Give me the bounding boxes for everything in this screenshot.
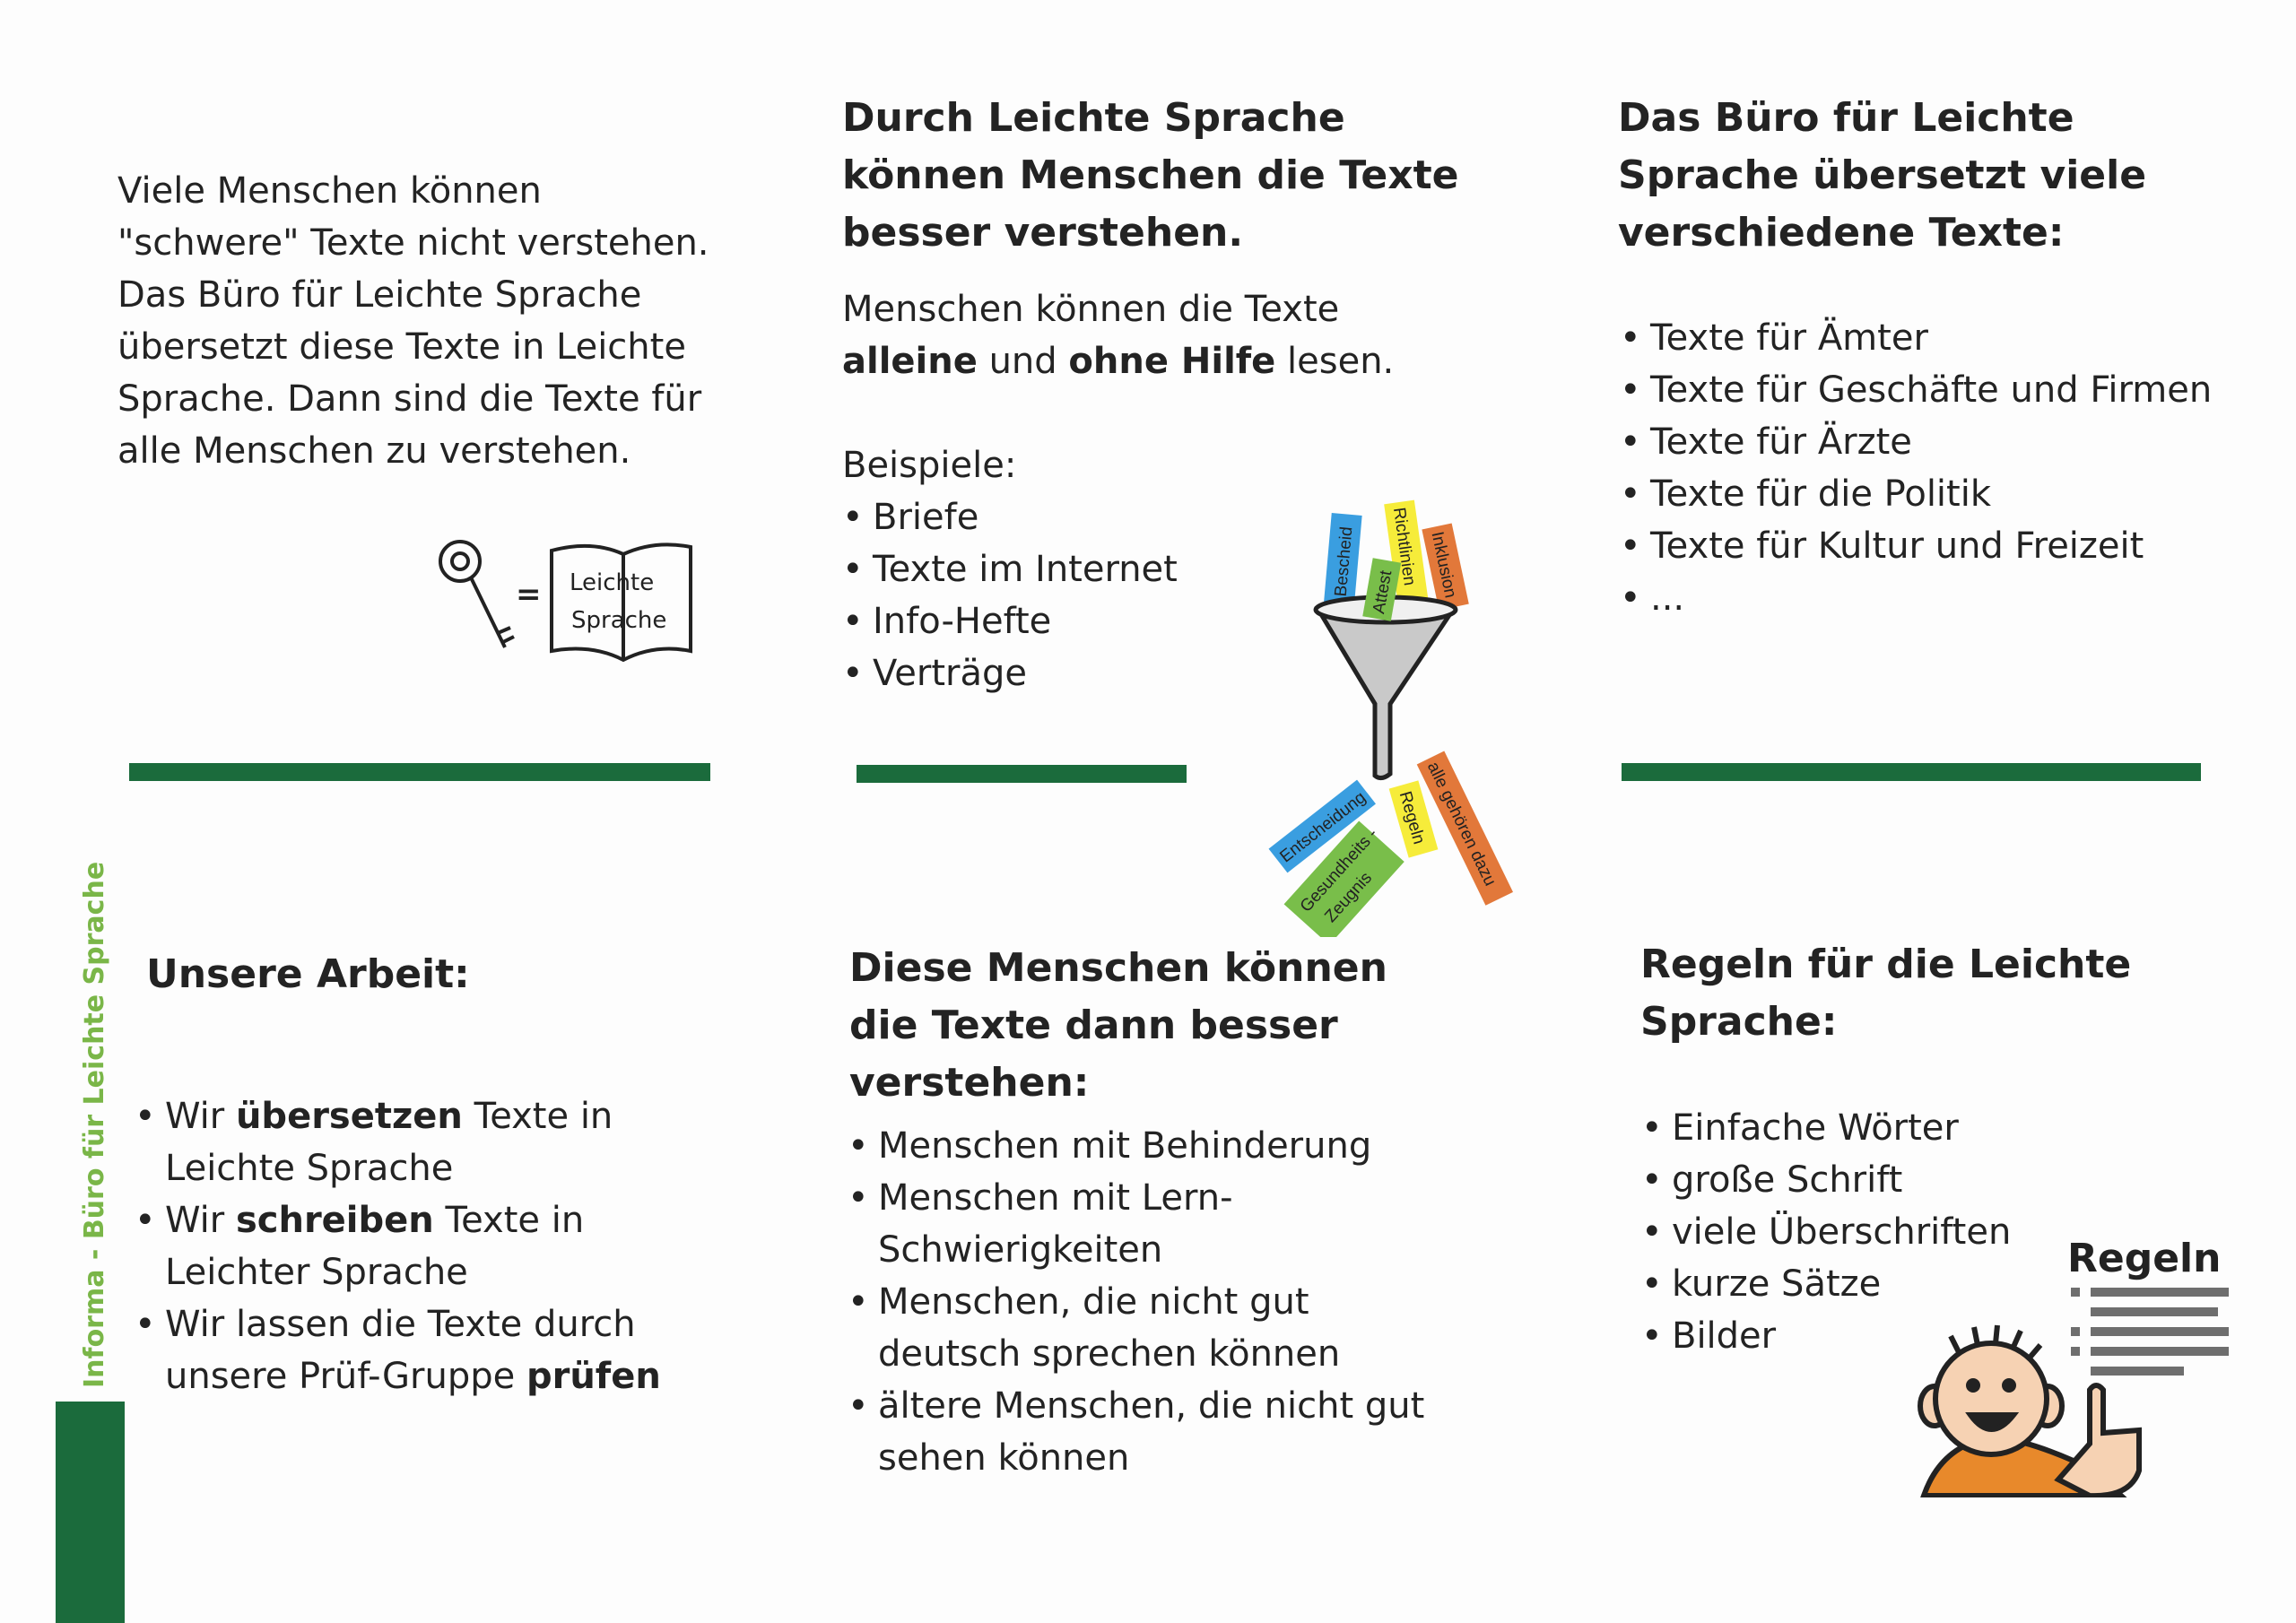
key-icon (439, 540, 515, 648)
key-book-illustration: = Leichte Sprache (439, 540, 692, 663)
section-heading: Durch Leichte Sprache können Menschen di… (842, 95, 1459, 256)
divider (857, 765, 1187, 783)
list-item: Menschen mit Behinderung (848, 1120, 1457, 1172)
book-label: Sprache (571, 607, 666, 634)
rules-list: Einfache Wörter große Schrift viele Über… (1641, 1102, 2011, 1362)
side-label: Informa - Büro für Leichte Sprache (79, 861, 110, 1388)
book-label: Leichte (570, 569, 654, 596)
rules-sign-label: Regeln (2067, 1236, 2221, 1281)
list-item: Wir schreiben Texte in Leichter Sprache (135, 1194, 709, 1298)
list-item: Texte für Ärzte (1620, 416, 2212, 468)
tag-inklusion: Inklusion (1422, 523, 1469, 611)
divider (1622, 763, 2201, 781)
list-item: Verträge (842, 647, 1178, 699)
green-side-block (56, 1402, 125, 1623)
equals-sign: = (516, 577, 542, 612)
bold-text: ohne Hilfe (1068, 341, 1276, 382)
list-item: Wir übersetzen Texte in Leichte Sprache (135, 1090, 709, 1194)
section-heading: Unsere Arbeit: (146, 951, 470, 997)
section-heading: Regeln für die Leichte Sprache: (1640, 942, 2132, 1045)
bold-text: alleine (842, 341, 978, 382)
text-types-list: Texte für Ämter Texte für Geschäfte und … (1620, 312, 2212, 624)
section-heading: Diese Menschen können die Texte dann bes… (849, 945, 1387, 1106)
text: und (977, 341, 1069, 382)
section-heading: Das Büro für Leichte Sprache übersetzt v… (1618, 95, 2147, 256)
tag-attest: Attest (1362, 558, 1402, 621)
list-item: Info-Hefte (842, 595, 1178, 647)
intro-text: Viele Menschen können "schwere" Texte ni… (117, 170, 709, 472)
divider (129, 763, 710, 781)
text-line: Menschen können die Texte (842, 289, 1340, 330)
funnel-illustration: Bescheid Richtlinien Inklusion Attest En… (1268, 499, 1513, 937)
text-lines-icon (2071, 1288, 2229, 1376)
list-item: Texte im Internet (842, 543, 1178, 595)
list-item: Texte für Geschäfte und Firmen (1620, 364, 2212, 416)
list-item: Texte für Ämter (1620, 312, 2212, 364)
rules-illustration: Regeln (1918, 1236, 2229, 1497)
list-item: Menschen, die nicht gut deutsch sprechen… (848, 1276, 1398, 1380)
list-item: große Schrift (1641, 1154, 2011, 1206)
list-item: Texte für die Politik (1620, 468, 2212, 520)
list-item: Briefe (842, 491, 1178, 543)
list-item: Texte für Kultur und Freizeit (1620, 520, 2212, 572)
funnel-icon (1313, 595, 1458, 781)
work-list: Wir übersetzen Texte in Leichte Sprache … (135, 1090, 709, 1402)
list-item: kurze Sätze (1641, 1258, 2011, 1310)
smiling-person-icon (1918, 1324, 2142, 1497)
target-groups-list: Menschen mit Behinderung Menschen mit Le… (848, 1120, 1457, 1484)
svg-text:alle gehören dazu: alle gehören dazu (1423, 759, 1500, 889)
list-item: ... (1620, 572, 2212, 624)
list-item: ältere Menschen, die nicht gut sehen kön… (848, 1380, 1457, 1484)
examples-label: Beispiele: (842, 445, 1017, 486)
book-icon (550, 542, 692, 663)
text: lesen. (1275, 341, 1395, 382)
tag-bescheid: Bescheid (1324, 512, 1362, 605)
independent-reading-text: Menschen können die Texte alleine und oh… (842, 283, 1470, 387)
list-item: viele Überschriften (1641, 1206, 2011, 1258)
list-item: Bilder (1641, 1310, 2011, 1362)
list-item: Menschen mit Lern-Schwierigkeiten (848, 1172, 1255, 1276)
list-item: Wir lassen die Texte durch unsere Prüf-G… (135, 1298, 709, 1402)
list-item: Einfache Wörter (1641, 1102, 2011, 1154)
examples-list: Briefe Texte im Internet Info-Hefte Vert… (842, 491, 1178, 699)
